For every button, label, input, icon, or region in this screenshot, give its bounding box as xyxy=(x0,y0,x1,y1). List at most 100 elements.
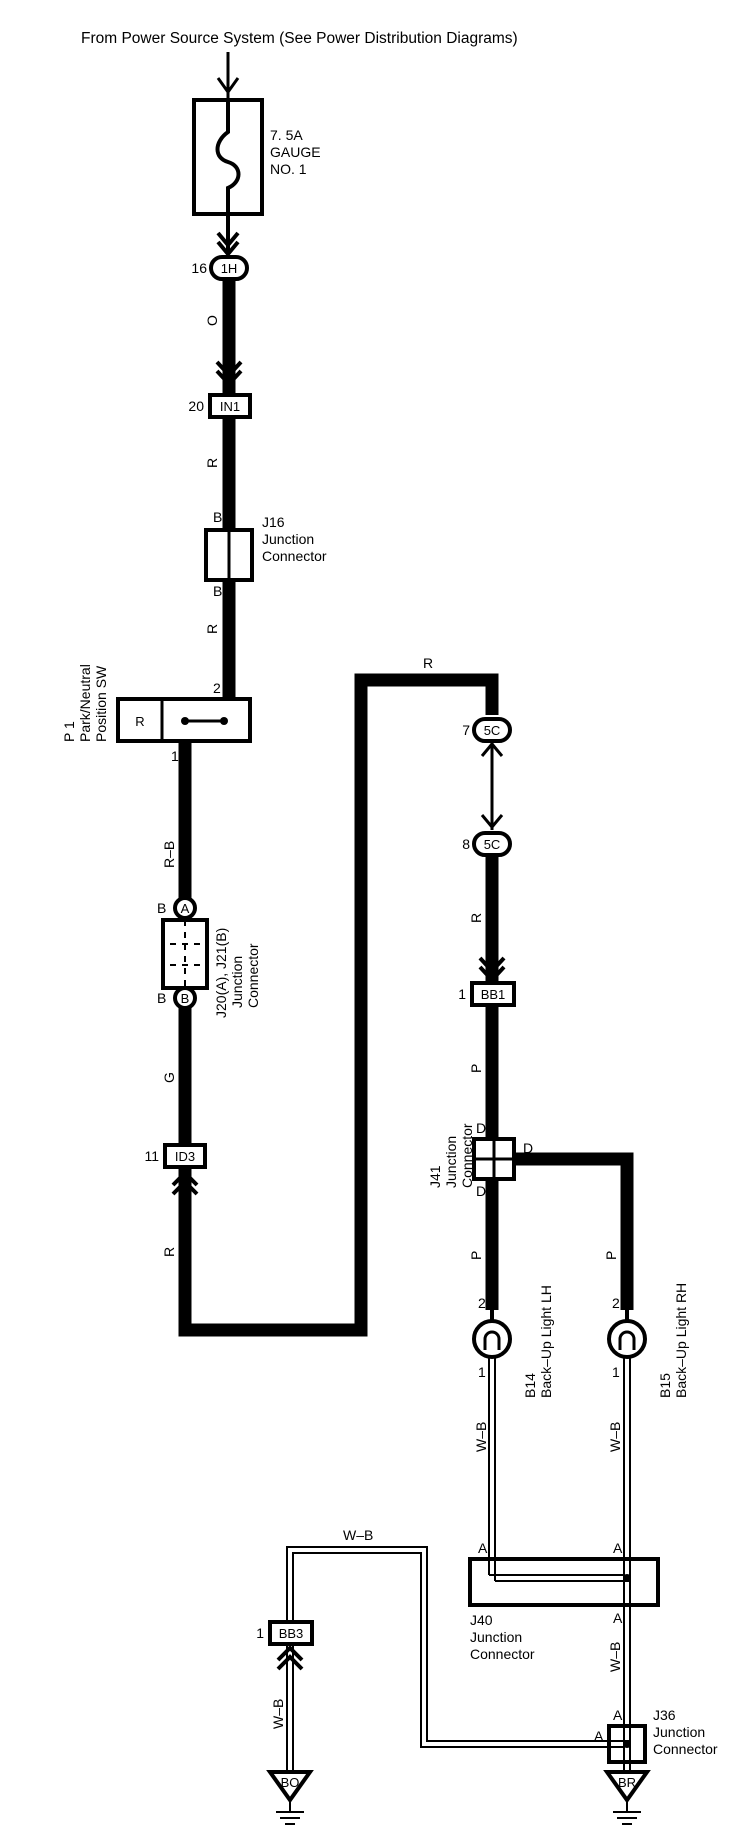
connector-5c-top-label: 5C xyxy=(484,723,501,738)
j40-line2: Connector xyxy=(470,1646,535,1662)
diagram-title: From Power Source System (See Power Dist… xyxy=(81,30,518,47)
j16-pin-top: B xyxy=(213,509,222,525)
wire-w-b-5-label: W–B xyxy=(270,1699,286,1729)
j20-title: J20(A), J21(B) xyxy=(213,928,229,1018)
wire-r-4-label: R xyxy=(468,913,484,923)
power-input-arrow xyxy=(216,52,240,100)
wire-r-top-label: R xyxy=(423,655,433,671)
wire-r-b-label: R–B xyxy=(161,841,177,868)
j16-line2: Connector xyxy=(262,548,327,564)
junction-j20-j21 xyxy=(161,918,209,990)
junction-j36 xyxy=(607,1724,647,1764)
b15-id: B15 xyxy=(657,1373,673,1398)
j36-line1: Junction xyxy=(653,1724,705,1740)
j20-line1: Junction xyxy=(229,956,245,1008)
fuse-rating: 7. 5A xyxy=(270,127,303,143)
j36-pin-top: A xyxy=(613,1707,623,1723)
wire-w-b-4-label: W–B xyxy=(343,1527,373,1543)
fuse-name-line2: NO. 1 xyxy=(270,161,307,177)
junction-j40 xyxy=(468,1557,660,1607)
connector-5c-bottom-label: 5C xyxy=(484,837,501,852)
connector-mating-arrow xyxy=(480,741,504,830)
j41-pin-top: D xyxy=(476,1120,486,1136)
junction-j41 xyxy=(472,1137,516,1181)
j40-pin-left: A xyxy=(478,1540,488,1556)
j20-line2: Connector xyxy=(245,943,261,1008)
connector-bb3-label: BB3 xyxy=(279,1626,304,1641)
connector-5c-top-pin: 7 xyxy=(462,722,470,738)
wire-w-b-1-label: W–B xyxy=(473,1422,489,1452)
p1-line1: Park/Neutral xyxy=(77,664,93,742)
j41-line1: Junction xyxy=(443,1136,459,1188)
b14-id: B14 xyxy=(522,1373,538,1398)
back-up-light-rh xyxy=(607,1310,647,1359)
fuse-symbol xyxy=(215,100,241,214)
back-up-light-lh xyxy=(472,1310,512,1359)
wire-w-b-3-label: W–B xyxy=(607,1642,623,1672)
connector-in1-label-text: IN1 xyxy=(220,399,240,414)
b15-name: Back–Up Light RH xyxy=(673,1283,689,1398)
wire-p-3 xyxy=(514,1152,634,1310)
b14-name: Back–Up Light LH xyxy=(538,1285,554,1398)
connector-bb3-pin: 1 xyxy=(256,1625,264,1641)
ground-bo-label: BO xyxy=(281,1775,300,1790)
ground-bo xyxy=(266,1770,314,1825)
j20-pin-top: B xyxy=(157,900,166,916)
b15-pin-bottom: 1 xyxy=(612,1364,620,1380)
wire-r-1-label: R xyxy=(204,458,220,468)
j36-title: J36 xyxy=(653,1707,676,1723)
b14-pin-top: 2 xyxy=(478,1295,486,1311)
wire-r-3-label: R xyxy=(161,1247,177,1257)
b15-pin-top: 2 xyxy=(612,1295,620,1311)
connector-id3-pin: 11 xyxy=(144,1148,159,1164)
connector-1h-label: 1H xyxy=(221,261,238,276)
connector-in1-pin: 20 xyxy=(188,398,204,414)
p1-pin-top: 2 xyxy=(213,680,221,696)
connector-1h-pin: 16 xyxy=(191,260,207,276)
connector-bb1-pin: 1 xyxy=(458,986,466,1002)
j40-pin-bottom: A xyxy=(613,1610,623,1626)
j16-line1: Junction xyxy=(262,531,314,547)
j36-line2: Connector xyxy=(653,1741,718,1757)
wire-p-2-label: P xyxy=(468,1251,484,1260)
wire-p-1-label: P xyxy=(468,1064,484,1073)
j16-title: J16 xyxy=(262,514,285,530)
connector-5c-bottom-pin: 8 xyxy=(462,836,470,852)
park-neutral-switch xyxy=(116,697,252,743)
p1-id: P 1 xyxy=(61,721,77,742)
j20-badge-bottom: B xyxy=(181,991,190,1006)
p1-pin-bottom: 1 xyxy=(171,748,179,764)
j41-pin-bottom: D xyxy=(476,1183,486,1199)
j20-pin-bottom: B xyxy=(157,990,166,1006)
fuse-gauge-no1 xyxy=(192,98,264,216)
fuse-name-line1: GAUGE xyxy=(270,144,321,160)
j41-line2: Connector xyxy=(459,1123,475,1188)
junction-j16 xyxy=(204,528,254,582)
b14-pin-bottom: 1 xyxy=(478,1364,486,1380)
wire-w-b-bb3-j36 xyxy=(286,1546,609,1748)
wire-w-b-bb3-bo xyxy=(286,1644,294,1772)
wire-p-3-label: P xyxy=(603,1251,619,1260)
wire-w-b-lamps xyxy=(488,1357,631,1559)
j40-title: J40 xyxy=(470,1612,493,1628)
wire-r-loop xyxy=(178,673,499,1337)
j36-pin-left: A xyxy=(594,1728,604,1744)
connector-id3-label: ID3 xyxy=(175,1149,195,1164)
ground-br xyxy=(603,1770,651,1825)
connector-bb3 xyxy=(268,1620,314,1646)
j40-line1: Junction xyxy=(470,1629,522,1645)
wire-w-b-2-label: W–B xyxy=(607,1422,623,1452)
wire-r-2-label: R xyxy=(204,624,220,634)
wire-g-label: G xyxy=(161,1072,177,1083)
j40-pin-right: A xyxy=(613,1540,623,1556)
j41-pin-right: D xyxy=(523,1140,533,1156)
j41-title: J41 xyxy=(427,1165,443,1188)
p1-line2: Position SW xyxy=(93,665,109,742)
j20-badge-top: A xyxy=(181,901,190,916)
switch-label: R xyxy=(135,714,144,729)
j16-pin-bottom: B xyxy=(213,583,222,599)
connector-bb1-label: BB1 xyxy=(481,987,506,1002)
wire-o-label: O xyxy=(204,315,220,326)
ground-br-label: BR xyxy=(618,1775,636,1790)
